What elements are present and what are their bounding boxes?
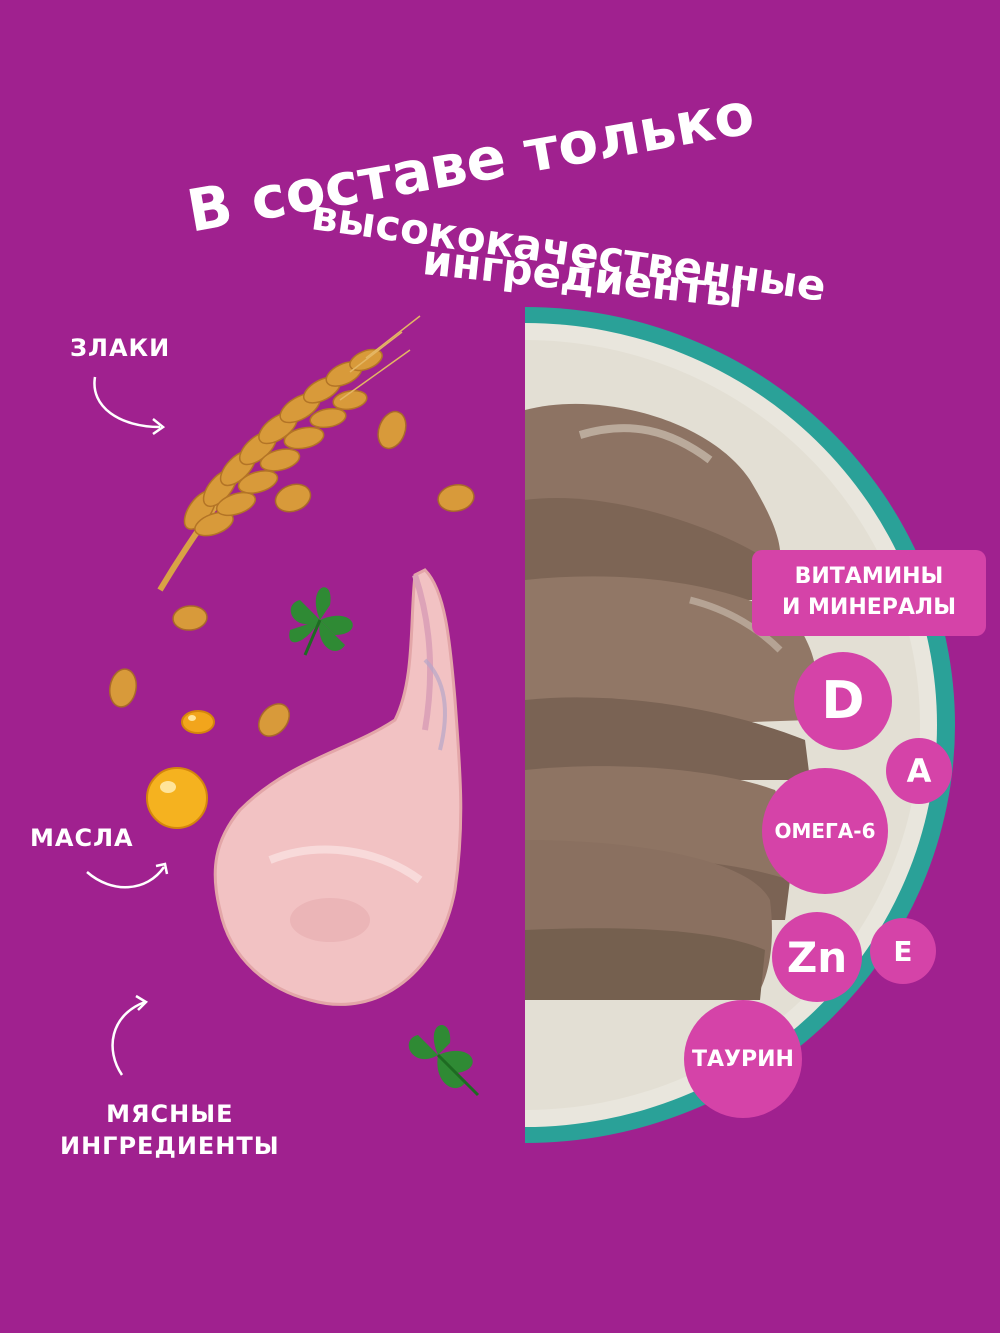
label-cereals: ЗЛАКИ (70, 334, 171, 362)
oil-drops-illustration (146, 710, 215, 829)
parsley-illustration-top (289, 587, 353, 656)
vitamins-line1: ВИТАМИНЫ (794, 564, 944, 590)
arrow-icon-meat (111, 994, 149, 1076)
parsley-illustration-bottom (408, 1024, 480, 1097)
vitamins-minerals-box: ВИТАМИНЫ И МИНЕРАЛЫ (752, 550, 986, 636)
label-oils: МАСЛА (30, 824, 134, 852)
bubble-vitamin-e: E (870, 918, 936, 984)
label-meat-line2: ИНГРЕДИЕНТЫ (60, 1132, 280, 1161)
arrow-icon-cereals (93, 376, 166, 436)
bubble-zinc: Zn (772, 912, 862, 1002)
label-meat-line1: МЯСНЫЕ (106, 1100, 234, 1128)
meat-illustration (213, 568, 463, 1006)
bubble-omega-6: ОМЕГА-6 (762, 768, 888, 894)
wheat-illustration (157, 315, 421, 592)
vitamins-line2: И МИНЕРАЛЫ (781, 595, 957, 620)
bubble-vitamin-a: A (886, 738, 952, 804)
arrow-icon-oils (86, 862, 169, 889)
grains-illustration (109, 410, 475, 737)
label-meat: МЯСНЫЕ ИНГРЕДИЕНТЫ (60, 1098, 280, 1163)
bubble-vitamin-d: D (794, 652, 892, 750)
bubble-taurine: ТАУРИН (684, 1000, 802, 1118)
